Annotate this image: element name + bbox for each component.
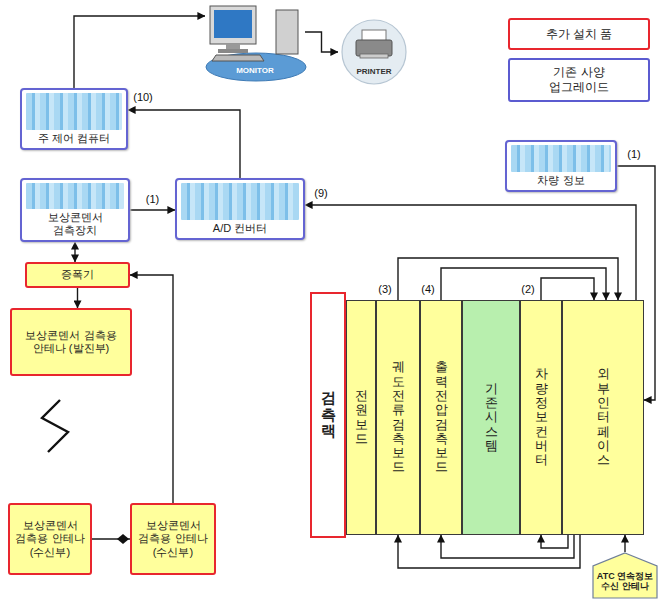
upgraded-unit-box: 보상콘덴서 검측장치 xyxy=(20,178,130,242)
connector xyxy=(305,205,636,300)
monitor-stand xyxy=(226,44,240,49)
connector xyxy=(77,288,78,308)
antenna-box: 보상콘덴서 검측용 안테나 (발진부) xyxy=(10,308,132,376)
antenna-box: 보상콘덴서 검측용 안테나 (수신부) xyxy=(130,503,216,575)
legend-label: 추가 설치 품 xyxy=(546,27,613,42)
connector xyxy=(130,275,173,503)
rack-box: 검측랙 xyxy=(310,292,346,538)
diamond-joint xyxy=(117,534,129,544)
connector xyxy=(441,268,606,300)
node-label: PRINTER xyxy=(356,67,391,84)
printer-body xyxy=(356,40,392,56)
pentagon-shape xyxy=(593,553,657,598)
edge-label: (4) xyxy=(420,283,435,296)
connector xyxy=(624,535,625,552)
new-unit-box: 증폭기 xyxy=(25,262,130,288)
node-label: 보상콘덴서 검측장치 xyxy=(26,211,124,237)
connector xyxy=(441,535,574,558)
node-label: 증폭기 xyxy=(61,268,94,281)
node-label: A/D 컨버터 xyxy=(181,222,299,235)
connector xyxy=(130,209,175,210)
legend-swatch: 기존 사양 업그레이드 xyxy=(508,58,650,102)
node-label: 보상콘덴서 검측용 안테나 (발진부) xyxy=(16,329,126,355)
vertical-label: 전원 보드 xyxy=(355,389,368,446)
vertical-label: 외부 인터페이스 xyxy=(597,367,610,467)
edge-label: (10) xyxy=(132,91,154,104)
legend-swatch: 추가 설치 품 xyxy=(508,18,650,50)
connector xyxy=(74,242,75,262)
vertical-label: 궤도전류 검측 보드 xyxy=(392,360,405,474)
node-label: 주 제어 컴퓨터 xyxy=(26,132,122,145)
board-slot: 궤도전류 검측 보드 xyxy=(376,300,420,535)
screen-thumbnail xyxy=(26,93,122,130)
wireless-zigzag-symbol xyxy=(42,400,68,452)
connector xyxy=(398,535,580,568)
vertical-label: 차량정보 컨버터 xyxy=(535,367,548,467)
screen-thumbnail xyxy=(181,183,299,220)
edge-label: (1) xyxy=(626,148,641,161)
upgraded-unit-box: A/D 컨버터 xyxy=(175,178,305,240)
computer-tower xyxy=(276,10,298,54)
screen-thumbnail xyxy=(511,145,611,172)
monitor-foot xyxy=(218,49,248,53)
connector xyxy=(74,16,205,88)
vertical-label: 출력전압 검측 보드 xyxy=(435,360,448,474)
screen-thumbnail xyxy=(26,183,124,209)
board-slot: 출력전압 검측 보드 xyxy=(420,300,462,535)
printer-tray xyxy=(360,54,388,58)
board-slot: 차량정보 컨버터 xyxy=(520,300,562,535)
vertical-label: 검측랙 xyxy=(321,390,336,440)
board-slot: 전원 보드 xyxy=(346,300,376,535)
edge-label: (9) xyxy=(313,187,328,200)
printer-circle xyxy=(342,20,406,84)
vertical-label: 기존 시스템 xyxy=(485,382,498,453)
board-slot: 외부 인터페이스 xyxy=(562,300,644,535)
edge-label: (2) xyxy=(520,283,535,296)
upgraded-unit-box: 차량 정보 xyxy=(505,140,617,192)
antenna-box: 보상콘덴서 검측용 안테나 (수신부) xyxy=(8,503,92,575)
printer-icon: PRINTER xyxy=(338,20,410,84)
connector xyxy=(305,32,338,52)
connector xyxy=(541,535,568,548)
node-label: MONITOR xyxy=(236,66,274,82)
legend-label: 기존 사양 업그레이드 xyxy=(534,65,624,95)
node-label: 차량 정보 xyxy=(511,174,611,187)
node-label: 보상콘덴서 검측용 안테나 (수신부) xyxy=(136,519,210,559)
connector xyxy=(128,110,240,178)
connector xyxy=(398,258,618,300)
edge-label: (3) xyxy=(377,283,392,296)
edge-label: (1) xyxy=(145,193,160,206)
node-label: 보상콘덴서 검측용 안테나 (수신부) xyxy=(14,519,86,559)
upgraded-unit-box: 주 제어 컴퓨터 xyxy=(20,88,128,150)
existing-system-slot: 기존 시스템 xyxy=(462,300,520,535)
monitor-screen-frame xyxy=(210,6,256,44)
monitor-icon: MONITOR xyxy=(205,2,305,82)
node-label: ATC 연속정보 수신 안테나 xyxy=(595,571,655,592)
monitor-base-ellipse xyxy=(206,53,306,81)
antenna-pentagon: ATC 연속정보 수신 안테나 xyxy=(592,552,658,599)
keyboard xyxy=(212,55,264,61)
monitor-screen xyxy=(214,10,252,38)
connector xyxy=(541,278,594,300)
